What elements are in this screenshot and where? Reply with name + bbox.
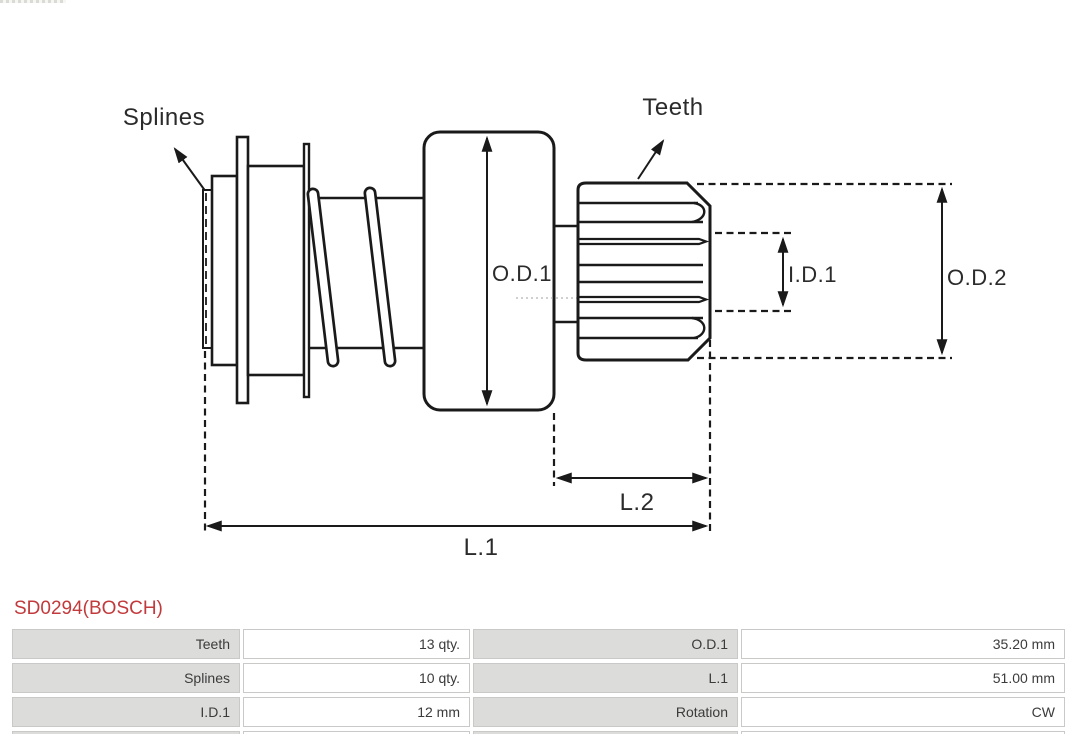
stop-collar — [210, 174, 239, 367]
spec-partial-row-cell — [741, 731, 1065, 734]
spec-value-id1: 12 mm — [243, 697, 470, 727]
spring-coil-1 — [306, 187, 340, 368]
spec-label-id1: I.D.1 — [12, 697, 240, 727]
pinion-gear — [576, 181, 712, 362]
hub-cylinder — [246, 164, 306, 377]
spec-partial-row-cell — [12, 731, 240, 734]
pinion-shaft-lines — [554, 224, 578, 324]
spec-value-splines: 10 qty. — [243, 663, 470, 693]
l2-label: L.2 — [620, 489, 655, 516]
front-flange — [235, 135, 250, 405]
od1-label: O.D.1 — [492, 261, 552, 286]
part-title: SD0294(BOSCH) — [14, 598, 163, 619]
spec-partial-row-cell — [243, 731, 470, 734]
extension-lines — [203, 182, 952, 533]
spring-coil-2 — [363, 186, 397, 368]
splines-leader-arrow — [173, 147, 207, 193]
teeth-leader-arrow — [637, 139, 665, 180]
starter-drive-diagram: O.D.1 — [123, 94, 1007, 561]
splined-shaft — [202, 189, 213, 349]
spec-label-rotation: Rotation — [473, 697, 738, 727]
gear-tooth-grooves — [579, 237, 710, 304]
spec-table: Teeth 13 qty. O.D.1 35.20 mm Splines 10 … — [12, 629, 1065, 734]
spec-value-rotation: CW — [741, 697, 1065, 727]
l1-label: L.1 — [464, 534, 499, 561]
id1-label: I.D.1 — [788, 262, 837, 287]
spec-partial-row-cell — [473, 731, 738, 734]
spec-value-od1: 35.20 mm — [741, 629, 1065, 659]
spec-label-teeth: Teeth — [12, 629, 240, 659]
spec-label-l1: L.1 — [473, 663, 738, 693]
gear-tooth-end-arcs — [691, 201, 706, 340]
rear-flange — [302, 142, 311, 399]
teeth-label: Teeth — [642, 94, 703, 121]
spec-value-l1: 51.00 mm — [741, 663, 1065, 693]
cropped-logo-strip — [0, 0, 66, 3]
spec-value-teeth: 13 qty. — [243, 629, 470, 659]
splines-label: Splines — [123, 104, 205, 131]
od2-label: O.D.2 — [947, 265, 1007, 290]
spec-label-od1: O.D.1 — [473, 629, 738, 659]
gear-tooth-lines — [579, 201, 703, 340]
spec-label-splines: Splines — [12, 663, 240, 693]
